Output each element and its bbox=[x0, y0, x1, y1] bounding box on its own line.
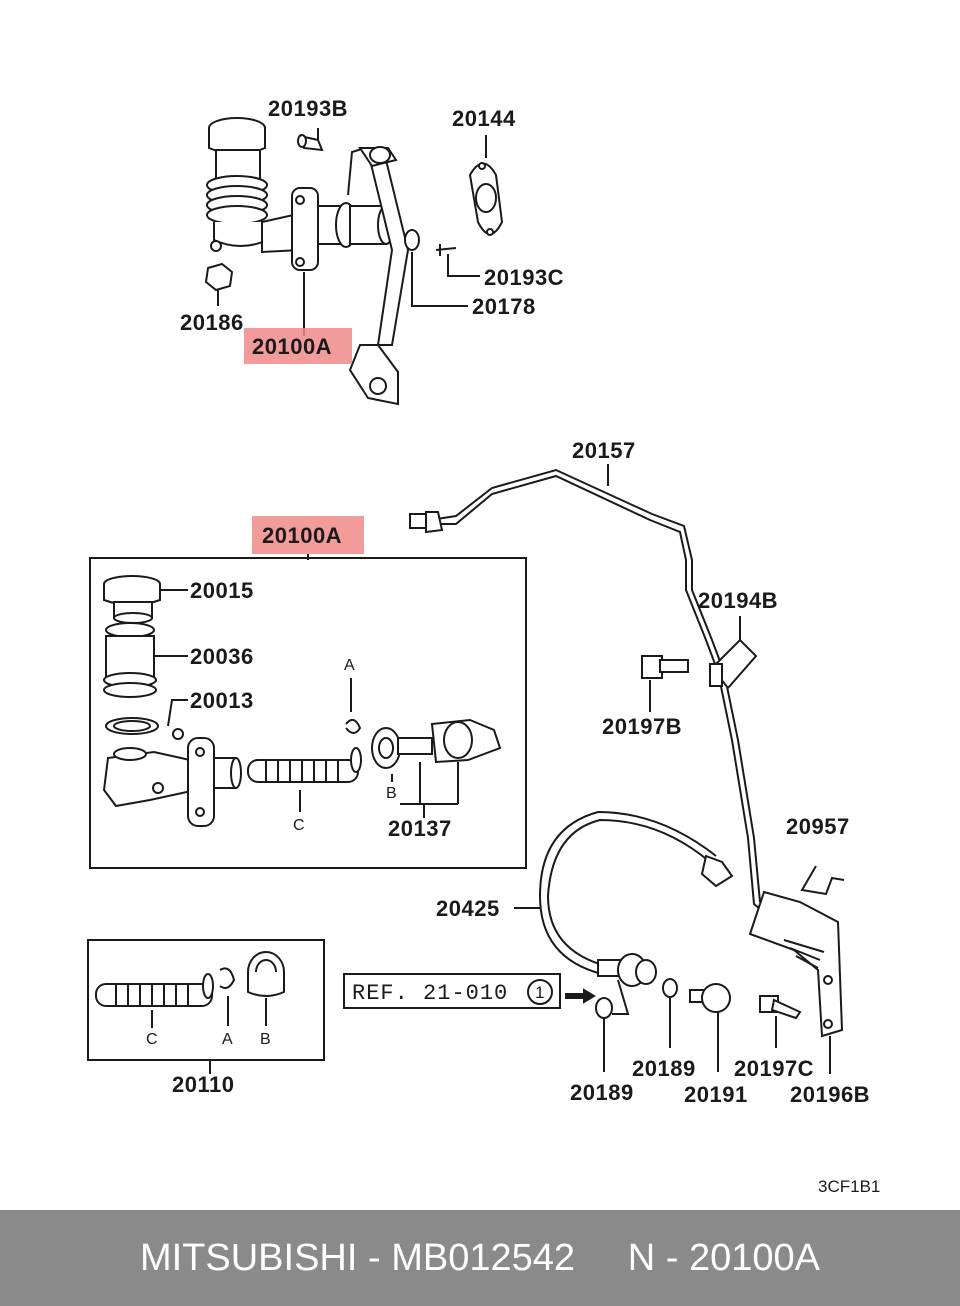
letter-b-repair: B bbox=[260, 1031, 271, 1048]
highlight-top bbox=[244, 328, 352, 364]
kit-box-20110 bbox=[87, 939, 325, 1061]
label-20137: 20137 bbox=[388, 816, 452, 841]
gasket-20144 bbox=[468, 162, 504, 236]
letter-a-kit: A bbox=[344, 657, 355, 674]
diagram-code: 3CF1B1 bbox=[818, 1177, 880, 1196]
label-20197C: 20197C bbox=[734, 1056, 814, 1081]
label-20196B: 20196B bbox=[790, 1082, 870, 1107]
highlight-box bbox=[252, 516, 364, 554]
label-20425: 20425 bbox=[436, 896, 500, 921]
diagram-svg: 20193B 20144 20193C 20178 20186 20100A 2… bbox=[87, 96, 880, 1196]
letter-b-kit: B bbox=[386, 785, 397, 802]
repair-kit-parts: C A B bbox=[95, 951, 285, 1048]
clevis-pin bbox=[297, 134, 324, 152]
label-20194B: 20194B bbox=[698, 588, 778, 613]
arrow-icon bbox=[565, 988, 596, 1004]
nut-20186 bbox=[204, 262, 234, 292]
reservoir bbox=[206, 117, 269, 252]
label-20178: 20178 bbox=[472, 294, 536, 319]
bolt-20197B bbox=[641, 655, 689, 712]
clutch-pipe-20157 bbox=[409, 464, 767, 915]
label-20157: 20157 bbox=[572, 438, 636, 463]
clip-20957 bbox=[800, 865, 845, 896]
master-cylinder-body bbox=[261, 147, 395, 271]
label-20191: 20191 bbox=[684, 1082, 748, 1107]
letter-c-repair: C bbox=[146, 1031, 158, 1048]
washer-20189a bbox=[595, 997, 613, 1019]
washer-20178 bbox=[404, 229, 420, 251]
bolt-20193C bbox=[435, 244, 457, 256]
clip-20194B bbox=[709, 616, 758, 690]
footer-text: MITSUBISHI - MB012542 N - 20100A bbox=[139, 1236, 821, 1279]
bracket-20196B bbox=[748, 890, 844, 1074]
label-20015: 20015 bbox=[190, 578, 254, 603]
pedal-arm bbox=[348, 146, 410, 406]
bolt-20197C bbox=[759, 995, 802, 1048]
clutch-hose-20425 bbox=[514, 810, 734, 987]
reference-text: REF. 21-010 bbox=[352, 981, 508, 1006]
exploded-diagram: 20193B 20144 20193C 20178 20186 20100A 2… bbox=[87, 96, 880, 1196]
washer-20189b bbox=[662, 978, 678, 998]
label-20193B: 20193B bbox=[268, 96, 348, 121]
label-20189b: 20189 bbox=[632, 1056, 696, 1081]
label-20197B: 20197B bbox=[602, 714, 682, 739]
letter-a-repair: A bbox=[222, 1031, 233, 1048]
label-20189a: 20189 bbox=[570, 1080, 634, 1105]
label-20100A-top: 20100A bbox=[252, 334, 332, 359]
kit-box-20100A bbox=[89, 557, 527, 869]
label-20110: 20110 bbox=[172, 1072, 234, 1097]
label-20193C: 20193C bbox=[484, 265, 564, 290]
top-assembly bbox=[204, 117, 504, 406]
label-20013: 20013 bbox=[190, 688, 254, 713]
letter-c-kit: C bbox=[293, 817, 305, 834]
footer-bar: MITSUBISHI - MB012542 N - 20100A bbox=[0, 1210, 960, 1306]
label-20957: 20957 bbox=[786, 814, 850, 839]
label-20100A-box: 20100A bbox=[262, 523, 342, 548]
bolt-20191 bbox=[689, 983, 731, 1072]
reference-callout: REF. 21-010 1 bbox=[343, 973, 596, 1009]
reference-circle-number: 1 bbox=[535, 983, 544, 1002]
label-20036: 20036 bbox=[190, 644, 254, 669]
kit-parts: C A B bbox=[102, 575, 502, 834]
label-20144: 20144 bbox=[452, 106, 516, 131]
label-20186: 20186 bbox=[180, 310, 244, 335]
